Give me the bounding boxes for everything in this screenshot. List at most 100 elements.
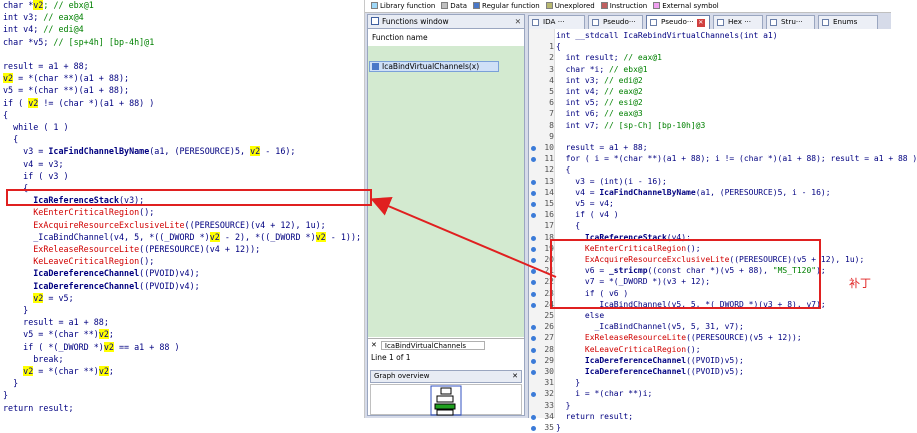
code-token: v5 = *(char **)(a1 + 88); xyxy=(3,85,130,96)
code-line: _IcaBindChannel(v4, 5, *((_DWORD *)v2 - … xyxy=(3,231,361,243)
functions-list[interactable]: IcaBindVirtualChannels(x) xyxy=(368,46,524,337)
pseudocode-line[interactable]: 7 int v6; // eax@3 xyxy=(529,108,892,119)
breakpoint-dot-icon[interactable] xyxy=(531,202,536,207)
pseudocode-line[interactable]: 10 result = a1 + 88; xyxy=(529,142,892,153)
pseudocode-line[interactable]: 32 i = *(char **)i; xyxy=(529,388,892,399)
graph-overview-tab[interactable]: Graph overview ✕ xyxy=(370,370,522,383)
breakpoint-dot-icon[interactable] xyxy=(531,213,536,219)
pseudocode-line[interactable]: 5 int v4; // eax@2 xyxy=(529,86,892,97)
pseudocode-line[interactable]: 22 v7 = *(_DWORD *)(v3 + 12); xyxy=(529,276,892,287)
highlight-box-patch xyxy=(550,239,821,309)
pseudocode-line[interactable]: int __stdcall IcaRebindVirtualChannels(i… xyxy=(529,30,892,41)
pseudocode-line[interactable]: 6 int v5; // esi@2 xyxy=(529,97,892,108)
breakpoint-dot-icon[interactable] xyxy=(531,280,536,286)
pseudocode-line[interactable]: 30 IcaDereferenceChannel((PVOID)v5); xyxy=(529,366,892,377)
pseudocode-line[interactable]: 28 KeLeaveCriticalRegion(); xyxy=(529,344,892,355)
breakpoint-dot-icon[interactable] xyxy=(531,347,536,353)
code-line: IcaDereferenceChannel((PVOID)v4); xyxy=(3,267,199,279)
view-tabs: IDA ···Pseudo···Pseudo···✕Hex ···Stru···… xyxy=(528,14,891,29)
close-search-icon[interactable]: ✕ xyxy=(371,341,377,349)
pseudocode-line[interactable]: 26 _IcaBindChannel(v5, 5, 31, v7); xyxy=(529,321,892,332)
pseudocode-line[interactable]: 16 if ( v4 ) xyxy=(529,209,892,220)
code-token: ; // ebx@1 xyxy=(43,0,94,10)
pseudocode-line[interactable]: 11 for ( i = *(char **)(a1 + 88); i != (… xyxy=(529,153,917,164)
pseudocode-line[interactable]: 34 return result; xyxy=(529,411,892,422)
code-token: // eax@4 xyxy=(43,12,84,23)
graph-node xyxy=(436,409,454,416)
pseudocode-line[interactable]: 3 char *i; // ebx@1 xyxy=(529,64,892,75)
pseudocode-line[interactable]: 24 _IcaBindChannel(v5, 5, *(_DWORD *)(v3… xyxy=(529,299,892,310)
pseudocode-line[interactable]: 14 v4 = IcaFindChannelByName(a1, (PERESO… xyxy=(529,187,892,198)
functions-window-tab[interactable]: Functions window ✕ xyxy=(368,15,524,29)
pseudocode-line[interactable]: 4 int v3; // edi@2 xyxy=(529,75,892,86)
legend-swatch xyxy=(473,2,481,9)
breakpoint-dot-icon[interactable] xyxy=(531,414,536,420)
line-text: int __stdcall IcaRebindVirtualChannels(i… xyxy=(556,30,778,41)
code-token: int v3; xyxy=(556,75,605,85)
pseudocode-line[interactable]: 9 xyxy=(529,131,892,142)
breakpoint-dot-icon[interactable] xyxy=(531,392,536,398)
code-token: result = a1 + 88; xyxy=(3,317,109,328)
code-token: == a1 + 88 ) xyxy=(113,341,180,352)
function-search-input[interactable]: IcaBindVirtualChannels xyxy=(380,341,485,350)
pseudocode-line[interactable]: 2 int result; // eax@1 xyxy=(529,52,892,63)
breakpoint-dot-icon[interactable] xyxy=(531,258,536,263)
breakpoint-dot-icon[interactable] xyxy=(531,246,536,252)
breakpoint-dot-icon[interactable] xyxy=(531,269,536,275)
breakpoint-dot-icon[interactable] xyxy=(531,146,536,151)
breakpoint-dot-icon[interactable] xyxy=(531,157,536,163)
line-number: 33 xyxy=(544,400,554,410)
breakpoint-dot-icon[interactable] xyxy=(531,179,536,185)
function-row[interactable]: IcaBindVirtualChannels(x) xyxy=(369,61,499,72)
pseudocode-line[interactable]: 25 else xyxy=(529,310,892,321)
breakpoint-dot-icon[interactable] xyxy=(531,358,536,364)
line-text: KeEnterCriticalRegion(); xyxy=(556,243,701,254)
pseudocode-line[interactable]: 33 } xyxy=(529,400,892,411)
pseudocode-line[interactable]: 23 if ( v6 ) xyxy=(529,288,892,299)
pseudocode-line[interactable]: 12 { xyxy=(529,164,892,175)
breakpoint-dot-icon[interactable] xyxy=(531,370,536,375)
close-icon[interactable]: ✕ xyxy=(514,17,521,26)
pseudocode-line[interactable]: 27 ExReleaseResourceLite((PERESOURCE)(v5… xyxy=(529,332,892,343)
line-number: 9 xyxy=(549,131,554,141)
tab-2[interactable]: Pseudo···✕ xyxy=(646,15,710,29)
pseudocode-line[interactable]: 35} xyxy=(529,422,892,433)
pseudocode-line[interactable]: 1{ xyxy=(529,41,892,52)
pseudocode-line[interactable]: 15 v5 = v4; xyxy=(529,198,892,209)
column-header-function-name[interactable]: Function name xyxy=(372,33,428,42)
tab-3[interactable]: Hex ··· xyxy=(713,15,763,29)
legend-item: Unexplored xyxy=(545,0,595,13)
code-token: v3 = (int)(i - 16); xyxy=(556,176,667,186)
breakpoint-dot-icon[interactable] xyxy=(531,190,536,196)
pseudocode-line[interactable]: 13 v3 = (int)(i - 16); xyxy=(529,176,892,187)
pseudocode-line[interactable]: 17 { xyxy=(529,220,892,231)
line-text: result = a1 + 88; xyxy=(556,142,648,153)
graph-overview[interactable] xyxy=(370,384,522,416)
tab-4[interactable]: Stru··· xyxy=(766,15,815,29)
pseudocode-line[interactable]: 8 int v7; // [sp-Ch] [bp-10h]@3 xyxy=(529,120,892,131)
breakpoint-dot-icon[interactable] xyxy=(531,235,536,241)
code-token: v2 xyxy=(98,329,109,340)
code-line: v2 = v5; xyxy=(3,292,74,304)
breakpoint-dot-icon[interactable] xyxy=(531,426,536,431)
tab-5[interactable]: Enums xyxy=(818,15,878,29)
tab-1[interactable]: Pseudo··· xyxy=(588,15,643,29)
tab-0[interactable]: IDA ··· xyxy=(528,15,585,29)
close-tab-icon[interactable]: ✕ xyxy=(696,19,705,27)
pseudocode-line[interactable]: 31 } xyxy=(529,377,892,388)
breakpoint-dot-icon[interactable] xyxy=(531,336,536,342)
line-number: 7 xyxy=(549,109,554,119)
graph-overview-title: Graph overview xyxy=(374,372,430,380)
pseudocode-view[interactable]: int __stdcall IcaRebindVirtualChannels(i… xyxy=(528,29,917,432)
code-token: return result; xyxy=(556,411,634,421)
code-token: } xyxy=(3,390,9,401)
breakpoint-dot-icon[interactable] xyxy=(531,302,536,308)
line-number: 24 xyxy=(544,299,554,309)
code-token: != (char *)(a1 + 88) ) xyxy=(38,97,155,108)
close-icon[interactable]: ✕ xyxy=(512,372,518,380)
breakpoint-dot-icon[interactable] xyxy=(531,291,536,297)
legend-swatch xyxy=(545,2,553,9)
pseudocode-line[interactable]: 29 IcaDereferenceChannel((PVOID)v5); xyxy=(529,355,892,366)
line-text: v5 = v4; xyxy=(556,198,614,209)
breakpoint-dot-icon[interactable] xyxy=(531,325,536,331)
